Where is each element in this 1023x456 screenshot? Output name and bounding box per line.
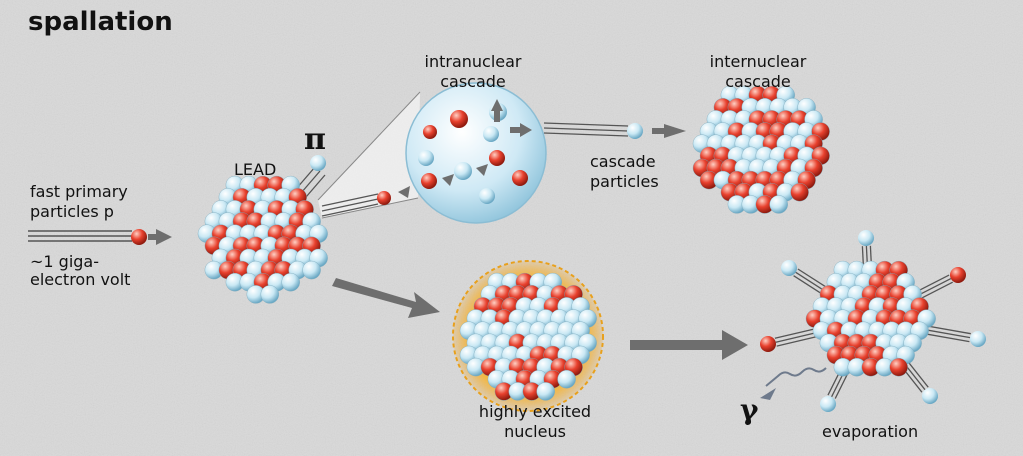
evaporated-neutron: [922, 388, 938, 404]
label-evaporation: evaporation: [822, 422, 919, 441]
evaporated-particles: [760, 230, 986, 412]
lead-nucleus: [197, 175, 328, 304]
cascade-particle: [627, 123, 643, 139]
evaporation-arrow: [630, 330, 748, 360]
primary-proton: [131, 229, 147, 245]
zoom-cone-edge-bottom: [321, 197, 419, 219]
evaporated-neutron: [781, 260, 797, 276]
intranuclear-bubble: [405, 82, 547, 224]
label-cascade: cascade: [590, 152, 656, 171]
evaporated-neutron: [858, 230, 874, 246]
label-intranuclear-cascade: cascade: [440, 72, 506, 91]
entering-proton: [377, 191, 391, 205]
label-internuclear: internuclear: [709, 52, 807, 71]
evaporated-neutron: [970, 331, 986, 347]
cascade-arrow: [652, 124, 686, 138]
label-gamma: γ: [740, 393, 759, 426]
gamma-ray-arrowhead: [760, 388, 776, 400]
evaporation-nucleus: [805, 260, 936, 377]
zoom-cone-edge-top: [317, 91, 421, 201]
pion-particle: [310, 155, 326, 171]
internuclear-nucleus: [692, 85, 830, 214]
evaporated-proton: [760, 336, 776, 352]
zoom-cone: [318, 92, 420, 218]
label-pi: π: [304, 122, 326, 157]
excitation-arrow: [332, 278, 440, 318]
label-energy-line2: electron volt: [30, 270, 131, 289]
label-lead: LEAD: [234, 160, 277, 179]
cascade-entry-track: [321, 193, 379, 217]
label-particles-p: particles p: [30, 202, 114, 221]
label-intranuclear: intranuclear: [424, 52, 522, 71]
excited-nucleus: [459, 272, 597, 401]
label-internuclear-cascade: cascade: [725, 72, 791, 91]
label-energy-line1: ~1 giga-: [30, 252, 100, 271]
bubble-arrows: [398, 99, 532, 198]
evaporated-proton: [950, 267, 966, 283]
gamma-ray-wave: [765, 367, 827, 387]
cascade-exit-track: [543, 122, 629, 137]
label-cascade-particles: particles: [590, 172, 659, 191]
label-highly-excited: highly excited: [478, 402, 592, 421]
evaporated-neutron: [820, 396, 836, 412]
label-nucleus: nucleus: [504, 422, 566, 441]
beam-arrow: [148, 229, 172, 245]
incoming-beam: [28, 230, 132, 242]
label-fast-primary: fast primary: [30, 182, 128, 201]
diagram-title: spallation: [28, 7, 173, 37]
